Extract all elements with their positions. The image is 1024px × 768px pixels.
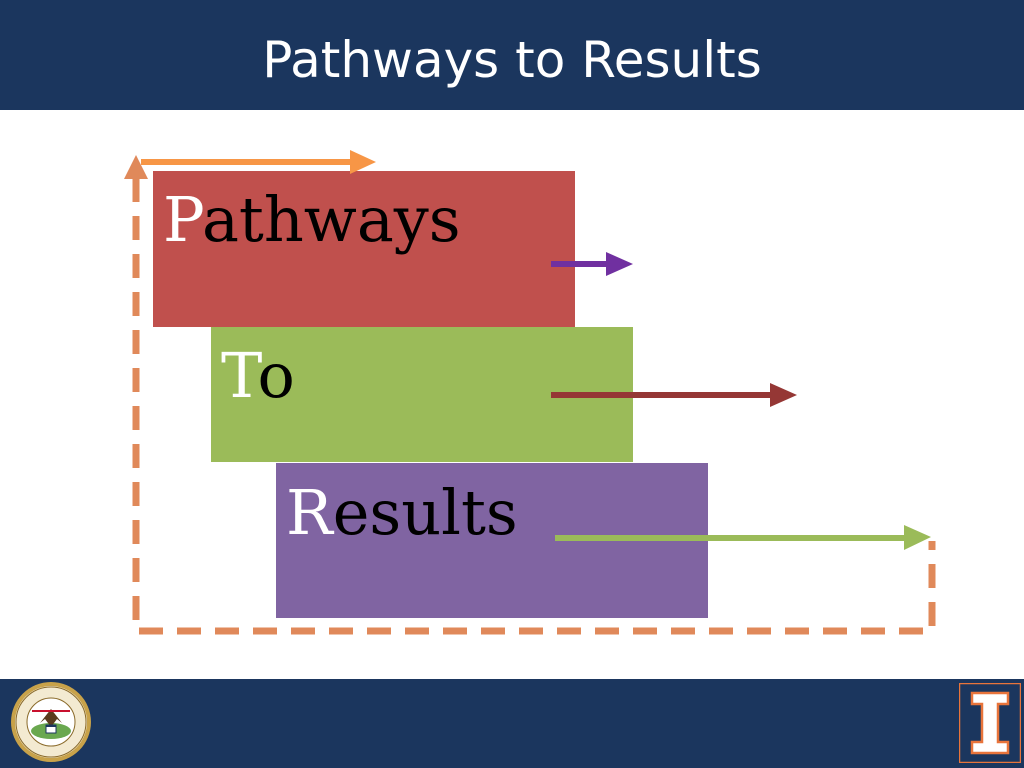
dashed-frame xyxy=(132,178,936,635)
pathways-block: Pathways xyxy=(153,171,575,327)
dashed-frame-arrowhead-icon xyxy=(124,155,148,179)
to-rest: o xyxy=(257,339,295,412)
to-arrow-head-icon xyxy=(770,383,797,407)
pathways-label: Pathways xyxy=(163,185,461,255)
header-bar: Pathways to Results xyxy=(0,0,1024,110)
university-block-i-logo xyxy=(959,683,1021,763)
results-initial: R xyxy=(286,476,333,549)
pathways-rest: athways xyxy=(201,183,461,256)
pathways-arrow-head-icon xyxy=(606,252,633,276)
results-rest: esults xyxy=(332,476,518,549)
top-arrow-head-icon xyxy=(350,150,376,174)
to-label: To xyxy=(221,341,295,411)
footer-bar xyxy=(0,679,1024,768)
results-label: Results xyxy=(286,478,518,548)
pathways-initial: P xyxy=(163,183,202,256)
to-initial: T xyxy=(221,339,258,412)
state-seal-logo xyxy=(11,682,91,762)
slide-title: Pathways to Results xyxy=(262,31,762,89)
results-arrow-head-icon xyxy=(904,525,931,550)
